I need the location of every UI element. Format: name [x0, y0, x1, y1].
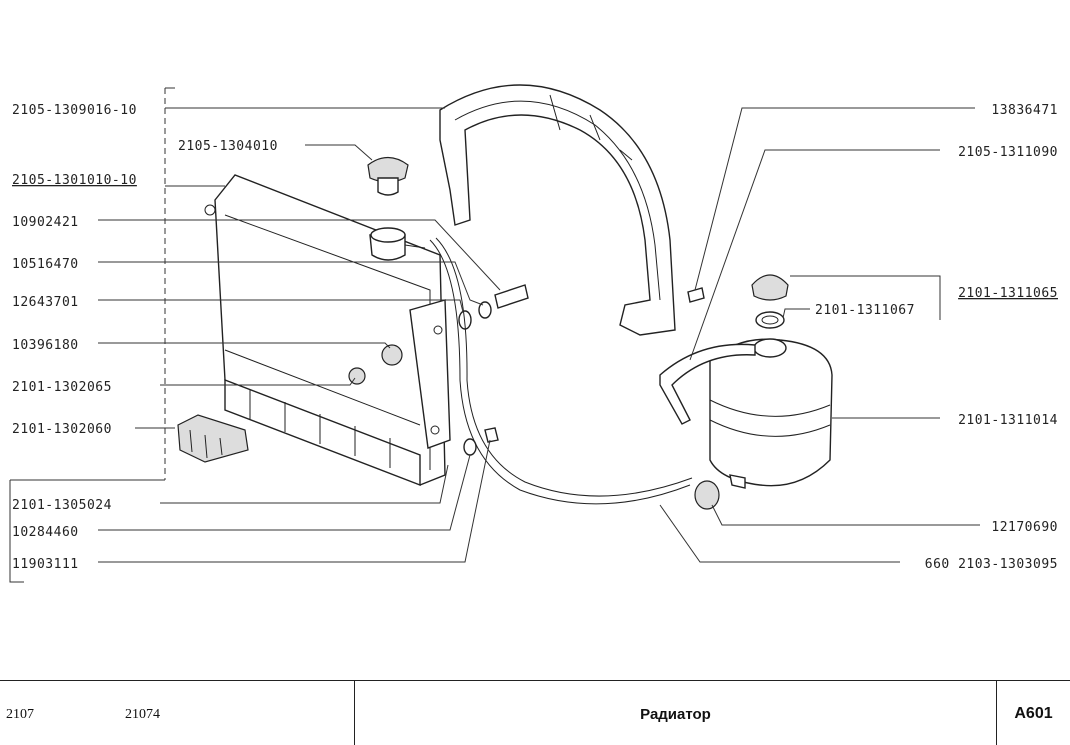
- label-2105-1304010: 2105-1304010: [178, 139, 278, 154]
- label-2101-1302065: 2101-1302065: [12, 380, 112, 395]
- label-2105-1309016-10: 2105-1309016-10: [12, 103, 137, 118]
- tank-cap: [751, 274, 789, 329]
- expansion-tank: [709, 338, 833, 489]
- label-12170690: 12170690: [991, 520, 1058, 535]
- label-2101-1305024: 2101-1305024: [12, 498, 112, 513]
- model-2107: 2107: [6, 707, 34, 722]
- label-2101-1311065: 2101-1311065: [958, 286, 1058, 301]
- title-cell: Радиатор: [355, 681, 997, 745]
- label-10396180: 10396180: [12, 338, 79, 353]
- bolt-assembly: [458, 284, 529, 330]
- code-cell: A601: [997, 681, 1070, 745]
- label-10516470: 10516470: [12, 257, 79, 272]
- label-13836471: 13836471: [991, 103, 1058, 118]
- radiator-cap: [367, 156, 409, 196]
- label-12643701: 12643701: [12, 295, 79, 310]
- label-2105-1311090: 2105-1311090: [958, 145, 1058, 160]
- small-bolt: [687, 287, 705, 303]
- label-10284460: 10284460: [12, 525, 79, 540]
- label-10902421: 10902421: [12, 215, 79, 230]
- label-2101-1311067: 2101-1311067: [815, 303, 915, 318]
- tank-strap: [659, 343, 756, 425]
- drain-parts: [463, 427, 499, 456]
- title-block: 2107 21074 Радиатор A601: [0, 680, 1070, 745]
- radiator: [204, 174, 451, 487]
- diagram-title: Радиатор: [640, 706, 711, 723]
- lower-bracket: [177, 414, 249, 463]
- models-cell: 2107 21074: [0, 681, 355, 745]
- label-2101-1311014: 2101-1311014: [958, 413, 1058, 428]
- model-21074: 21074: [125, 707, 160, 722]
- page-code: A601: [1014, 705, 1053, 722]
- label-2101-1302060: 2101-1302060: [12, 422, 112, 437]
- fan-shroud: [439, 84, 676, 336]
- label-2105-1301010-10: 2105-1301010-10: [12, 173, 137, 188]
- label-11903111: 11903111: [12, 557, 79, 572]
- hose-clamp: [694, 480, 720, 510]
- label-660-2103-1303095: 660 2103-1303095: [925, 557, 1058, 572]
